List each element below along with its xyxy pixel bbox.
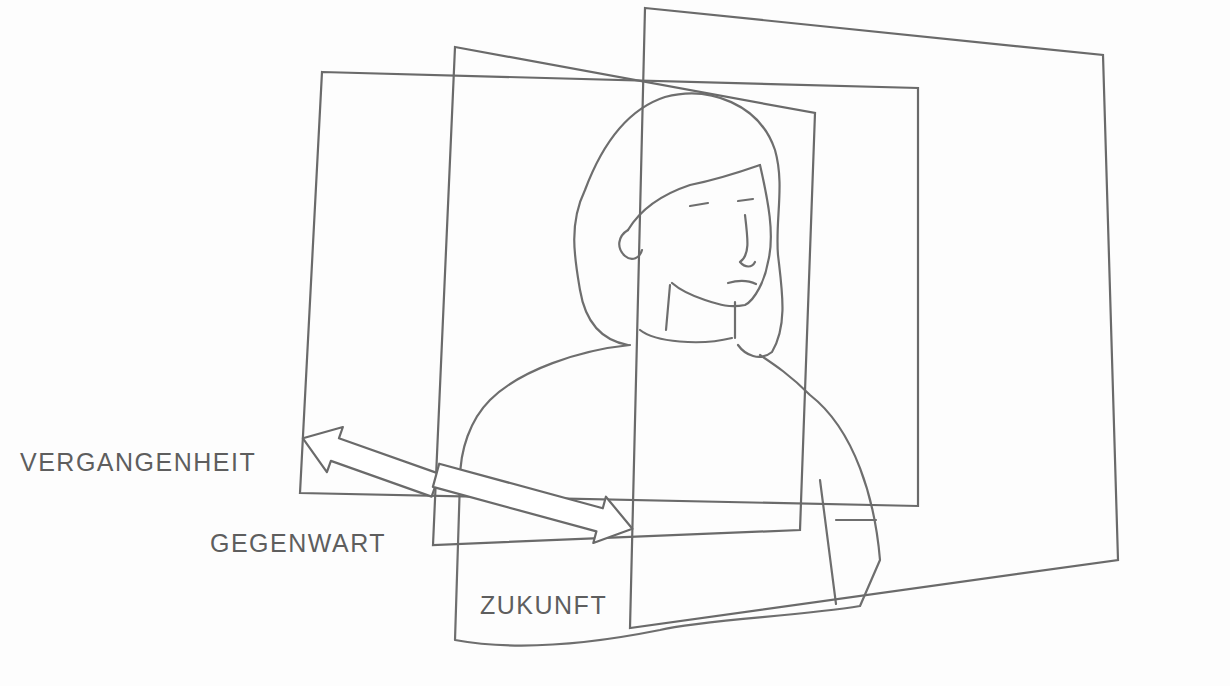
body-outline: [455, 345, 880, 645]
plane-border: [433, 47, 815, 545]
time-plane: GEGENWART: [431, 45, 817, 547]
hair-bangs: [628, 165, 760, 230]
plane-outline: [628, 6, 1122, 630]
time-label: VERGANGENHEIT: [20, 450, 256, 475]
arm-line: [820, 480, 876, 604]
time-plane: VERGANGENHEIT: [298, 70, 922, 510]
time-label: GEGENWART: [210, 531, 386, 556]
plane-border: [630, 8, 1118, 628]
time-label: ZUKUNFT: [480, 593, 607, 618]
plane-outline: [431, 45, 817, 547]
eye: [690, 203, 708, 206]
mouth: [728, 281, 756, 284]
nose: [740, 215, 755, 267]
hair-outline: [574, 94, 782, 357]
block-arrow: [433, 464, 633, 543]
plane-border: [300, 72, 918, 506]
eye: [738, 199, 753, 201]
neck: [640, 285, 735, 342]
face-outline: [672, 165, 771, 306]
time-plane: ZUKUNFT: [628, 6, 1122, 630]
plane-outline: [298, 70, 922, 510]
block-arrow: [303, 427, 440, 497]
